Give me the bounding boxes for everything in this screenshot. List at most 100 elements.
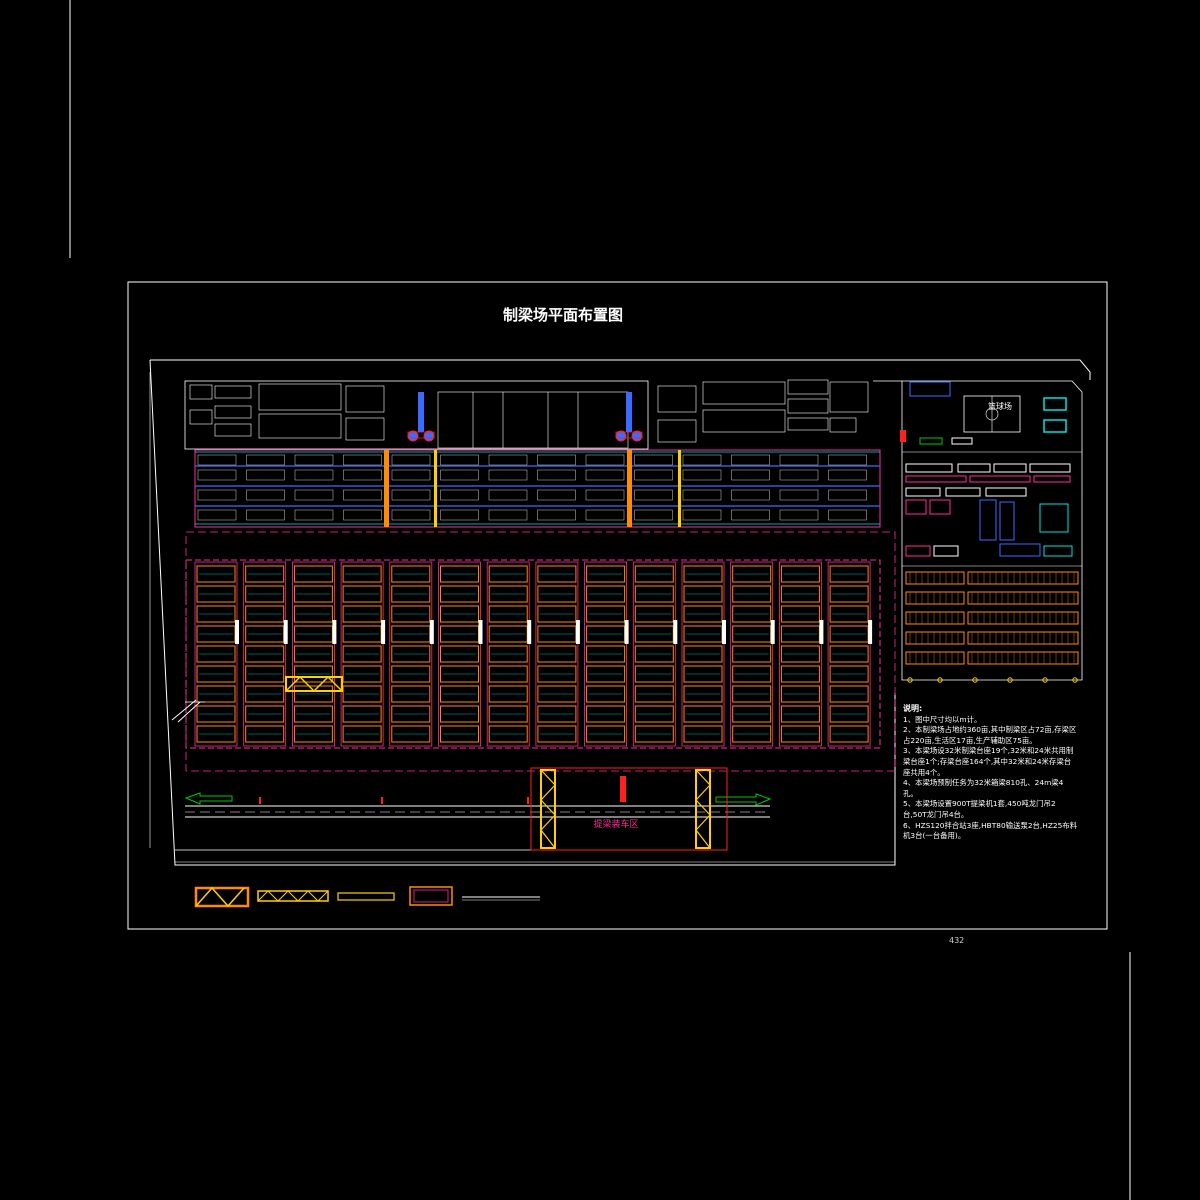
storage-column-marker bbox=[527, 620, 532, 644]
storage-cell bbox=[488, 725, 528, 743]
parking-row bbox=[967, 591, 1079, 605]
storage-column bbox=[291, 561, 335, 747]
storage-cell bbox=[342, 685, 382, 703]
production-cell bbox=[391, 454, 431, 466]
storage-cell bbox=[586, 705, 626, 723]
beam-loading-yard: 提梁装车区 bbox=[530, 767, 728, 851]
production-cell bbox=[585, 469, 625, 481]
storage-cell bbox=[780, 565, 820, 583]
production-cell bbox=[197, 454, 237, 466]
storage-cell bbox=[780, 685, 820, 703]
production-cell bbox=[343, 509, 382, 521]
parking-area bbox=[905, 571, 1079, 683]
production-cell bbox=[731, 454, 770, 466]
production-cell bbox=[779, 489, 819, 501]
storage-cell bbox=[586, 565, 626, 583]
storage-cell bbox=[683, 725, 723, 743]
storage-cell bbox=[829, 725, 869, 743]
basketball-court-label: 篮球场 bbox=[988, 401, 1012, 411]
storage-cell bbox=[732, 705, 772, 723]
storage-cell bbox=[440, 605, 479, 623]
storage-cell bbox=[391, 725, 431, 743]
storage-cell bbox=[342, 645, 382, 663]
section-marker bbox=[171, 699, 205, 723]
production-cell bbox=[828, 489, 867, 501]
storage-cell bbox=[440, 705, 479, 723]
storage-cell bbox=[683, 565, 723, 583]
storage-column-marker bbox=[819, 620, 824, 644]
production-cell bbox=[343, 454, 382, 466]
storage-cell bbox=[537, 605, 577, 623]
storage-cell bbox=[196, 665, 236, 683]
storage-cell bbox=[634, 665, 674, 683]
parking-row bbox=[905, 571, 965, 585]
storage-cell bbox=[196, 585, 236, 603]
storage-cell bbox=[537, 705, 577, 723]
production-cell bbox=[294, 469, 334, 481]
parking-row bbox=[967, 651, 1079, 665]
storage-column-marker bbox=[722, 620, 726, 644]
storage-cell bbox=[245, 585, 285, 603]
production-cell bbox=[488, 469, 528, 481]
production-cell bbox=[440, 469, 479, 481]
storage-cell bbox=[537, 665, 577, 683]
storage-cell bbox=[780, 585, 820, 603]
storage-column-marker bbox=[429, 620, 434, 644]
storage-column bbox=[438, 561, 481, 747]
storage-column-marker bbox=[235, 620, 239, 644]
dormitory-block bbox=[999, 543, 1041, 557]
dormitory-block bbox=[951, 437, 973, 445]
production-cell bbox=[537, 509, 576, 521]
storage-cell bbox=[196, 685, 236, 703]
storage-cell bbox=[342, 725, 382, 743]
production-cell bbox=[634, 489, 673, 501]
storage-cell bbox=[586, 685, 626, 703]
storage-cell bbox=[780, 705, 820, 723]
production-cell bbox=[682, 454, 722, 466]
storage-cell bbox=[732, 605, 772, 623]
production-cell bbox=[537, 489, 576, 501]
production-cell bbox=[197, 469, 237, 481]
boundary-post bbox=[1072, 677, 1078, 683]
storage-cell bbox=[245, 685, 285, 703]
production-cell bbox=[197, 489, 237, 501]
production-cell bbox=[537, 454, 576, 466]
production-cell bbox=[197, 509, 237, 521]
storage-cell bbox=[829, 705, 869, 723]
mixing-plant-left bbox=[407, 392, 435, 442]
storage-cell bbox=[488, 585, 528, 603]
dormitory-block bbox=[905, 487, 941, 497]
storage-column bbox=[389, 561, 433, 747]
storage-cell bbox=[634, 645, 674, 663]
storage-cell bbox=[683, 705, 723, 723]
storage-cell bbox=[634, 585, 674, 603]
storage-cell bbox=[196, 705, 236, 723]
parking-row bbox=[967, 571, 1079, 585]
notes-line: 2、本制梁场占地约360亩,其中制梁区占72亩,存梁区占220亩,生活区17亩,… bbox=[903, 725, 1077, 745]
storage-column-marker bbox=[868, 620, 873, 644]
storage-cell bbox=[829, 685, 869, 703]
storage-cell bbox=[537, 645, 577, 663]
storage-cell bbox=[732, 685, 772, 703]
storage-cell bbox=[245, 565, 285, 583]
storage-cell bbox=[196, 645, 236, 663]
mixing-plant-right bbox=[615, 392, 643, 442]
production-cell bbox=[246, 469, 285, 481]
production-cell bbox=[828, 454, 867, 466]
dormitory-block bbox=[929, 499, 951, 515]
beam-storage-area bbox=[185, 559, 881, 749]
storage-cell bbox=[537, 725, 577, 743]
storage-cell bbox=[488, 645, 528, 663]
storage-column bbox=[584, 561, 627, 747]
storage-column-marker bbox=[332, 620, 337, 644]
storage-cell bbox=[732, 725, 772, 743]
production-cell bbox=[440, 509, 479, 521]
dormitory-block bbox=[905, 545, 931, 557]
drawing-title: 制梁场平面布置图 bbox=[503, 306, 623, 324]
storage-cell bbox=[488, 705, 528, 723]
production-cell bbox=[488, 454, 528, 466]
storage-cell bbox=[829, 565, 869, 583]
storage-column-marker bbox=[770, 620, 775, 644]
storage-cell bbox=[440, 645, 479, 663]
storage-cell bbox=[196, 605, 236, 623]
